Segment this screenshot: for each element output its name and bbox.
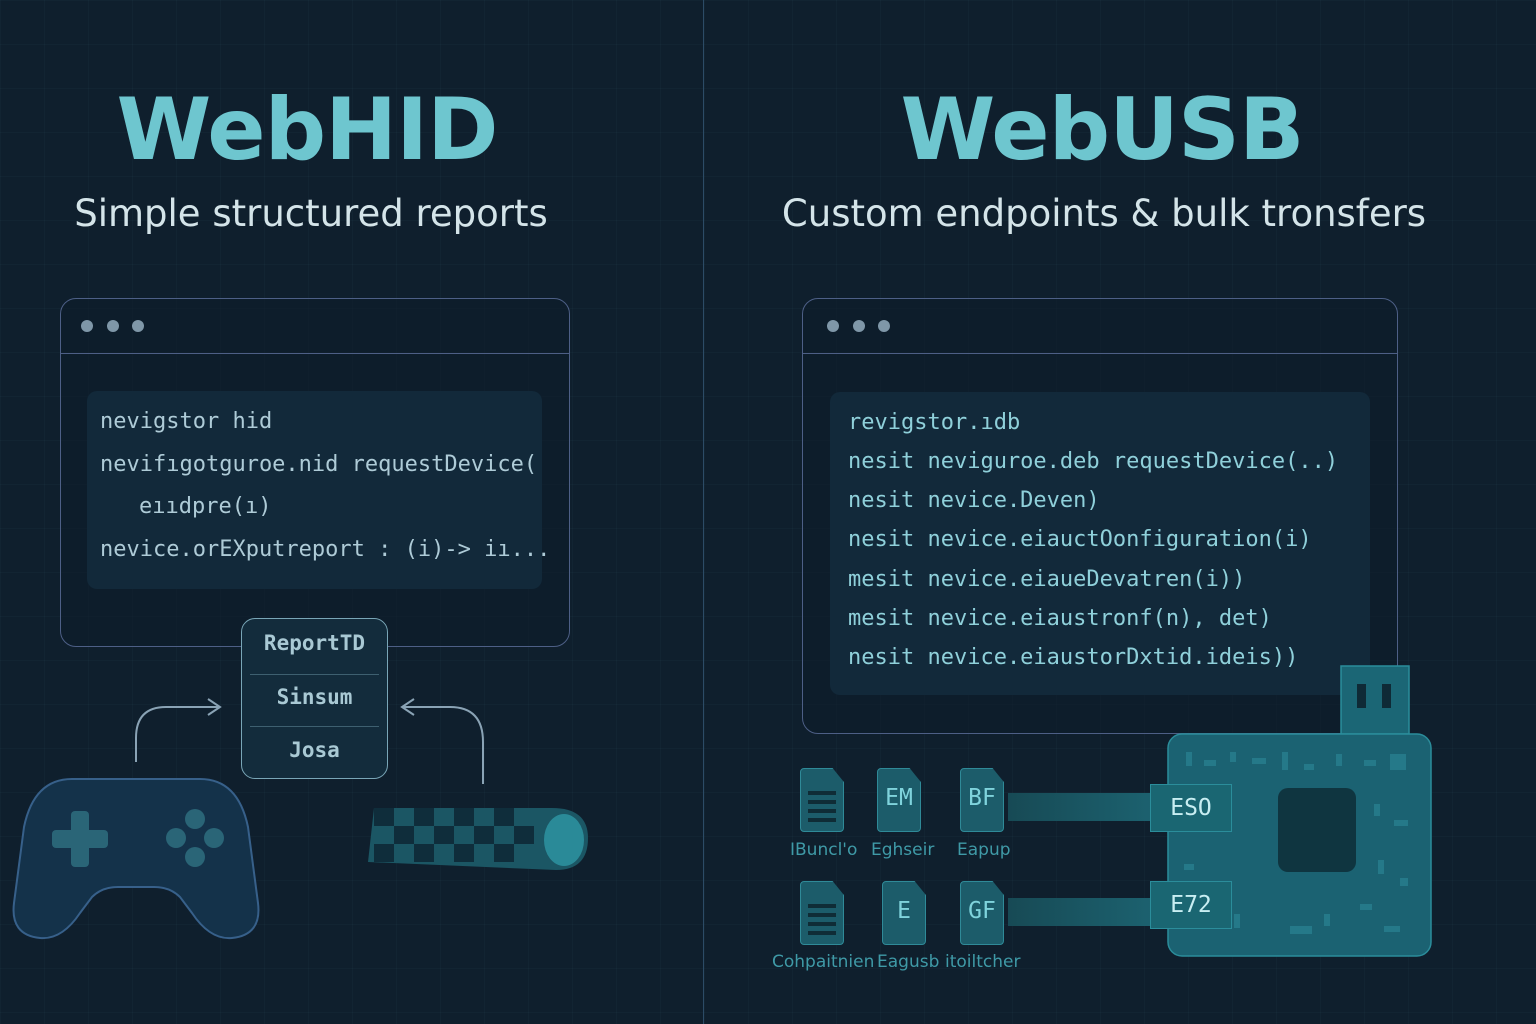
window-dot — [853, 320, 865, 332]
document-icon — [800, 881, 844, 945]
code-line: nesit neviguroe.deb requestDevice(..) — [848, 449, 1339, 474]
webusb-subtitle: Custom endpoints & bulk tronsfers — [781, 192, 1427, 235]
webhid-title: WebHID — [116, 80, 498, 180]
code-line: mesit nevice.eiaueDevatren(i)) — [848, 567, 1246, 592]
webhid-subtitle: Simple structured reports — [74, 192, 548, 235]
report-descriptor: ReportTD Sinsum Josa — [241, 618, 388, 779]
endpoint-file-label: E — [897, 898, 911, 924]
window-dot — [827, 320, 839, 332]
window-titlebar — [803, 299, 1397, 354]
code-line: nevifıgotguroe.nid requestDevice( — [100, 452, 538, 477]
window-dot — [878, 320, 890, 332]
file-caption: IBuncl'o — [790, 840, 858, 860]
webusb-code-window: revigstor.ıdb nesit neviguroe.deb reques… — [802, 298, 1398, 734]
code-line: nesit nevice.eiaustorDxtid.ideis)) — [848, 645, 1299, 670]
webusb-code-block: revigstor.ıdb nesit neviguroe.deb reques… — [830, 392, 1370, 695]
webusb-title: WebUSB — [900, 80, 1304, 180]
window-dot — [132, 320, 144, 332]
keyboard-icon — [368, 808, 588, 870]
code-line: nevigstor hid — [100, 409, 273, 434]
endpoint-file-label: GF — [968, 898, 996, 924]
gamepad-icon — [12, 778, 260, 940]
file-caption: Eagusb — [877, 952, 940, 972]
usb-connector-icon — [1340, 665, 1410, 735]
endpoint-file: E — [882, 881, 926, 945]
divider — [250, 674, 379, 675]
file-caption: itoiltcher — [945, 952, 1021, 972]
code-line: eııdpre(ı) — [139, 494, 272, 519]
arrow-icon — [135, 706, 218, 762]
divider — [250, 726, 379, 727]
webhid-code-block: nevigstor hid nevifıgotguroe.nid request… — [87, 391, 550, 589]
arrow-icon — [404, 706, 484, 784]
code-line: nesit nevice.eiauctOonfiguration(i) — [848, 527, 1312, 552]
code-line: mesit nevice.eiaustronf(n), det) — [848, 606, 1272, 631]
flow-arrows — [135, 698, 484, 784]
endpoint-file: EM — [877, 768, 921, 832]
endpoint-file: GF — [960, 881, 1004, 945]
report-field: ReportTD — [263, 631, 366, 655]
file-caption: Cohpaitnien — [772, 952, 875, 972]
endpoint-file-label: EM — [885, 785, 913, 811]
panel-divider — [703, 0, 704, 1024]
webhid-code-window: nevigstor hid nevifıgotguroe.nid request… — [60, 298, 570, 647]
usb-board-icon — [1167, 665, 1432, 957]
report-field: Josa — [289, 738, 340, 762]
file-caption: Eghseir — [871, 840, 935, 860]
file-caption: Eapup — [957, 840, 1011, 860]
data-bus — [1008, 793, 1158, 821]
endpoint-file-label: BF — [968, 785, 996, 811]
window-dot — [107, 320, 119, 332]
webhid-panel: WebHID Simple structured reports nevigst… — [0, 0, 703, 1024]
report-field: Sinsum — [276, 685, 353, 709]
window-titlebar — [61, 299, 569, 354]
code-line: revigstor.ıdb — [848, 410, 1021, 435]
code-line: nevice.orEXputreport : (i)-> iı... — [100, 537, 551, 562]
data-bus — [1008, 898, 1158, 926]
code-line: nesit nevice.Deven) — [848, 488, 1100, 513]
window-dot — [81, 320, 93, 332]
document-icon — [800, 768, 844, 832]
webusb-panel: WebUSB Custom endpoints & bulk tronsfers… — [704, 0, 1536, 1024]
endpoint-file: BF — [960, 768, 1004, 832]
endpoint-tag: ESO — [1150, 784, 1232, 832]
endpoint-tag: E72 — [1150, 881, 1232, 929]
